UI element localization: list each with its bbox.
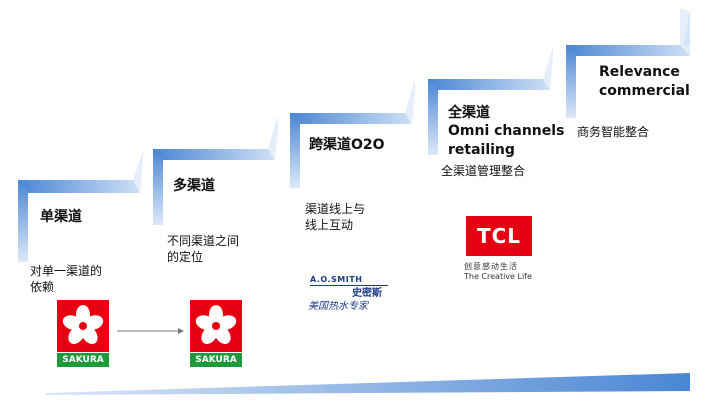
- step-4-subtitle-line1: Omni channels: [448, 123, 565, 139]
- step-5-desc: 商务智能整合: [577, 125, 650, 139]
- step-4-title: 全渠道: [448, 105, 490, 121]
- step-2-shape: [153, 115, 278, 225]
- sakura-logo-2: SAKURA: [190, 300, 242, 368]
- step-2-desc-line2: 的定位: [167, 250, 204, 264]
- tcl-logo: TCL 创意感动生活 The Creative Life: [462, 214, 542, 286]
- aosmith-logo: A.O.SMITH 史密斯 美国热水专家: [306, 275, 396, 313]
- aosmith-logo-cn: 史密斯: [352, 288, 382, 299]
- step-1-title: 单渠道: [40, 209, 82, 225]
- sakura-flower-icon: [190, 300, 242, 367]
- step-3-shape: [290, 80, 415, 188]
- tcl-logo-slogan: The Creative Life: [464, 272, 532, 281]
- step-4-subtitle-line2: retailing: [448, 142, 515, 158]
- step-4-desc: 全渠道管理整合: [441, 164, 526, 178]
- sakura-flower-icon: [57, 300, 109, 367]
- step-1-shape: [18, 150, 143, 262]
- step-3-desc-line1: 渠道线上与: [305, 202, 366, 216]
- step-1-desc-line2: 依赖: [30, 280, 55, 294]
- aosmith-logo-slogan: 美国热水专家: [308, 301, 368, 312]
- aosmith-logo-rule: [310, 285, 388, 286]
- tcl-logo-cn: 创意感动生活: [464, 262, 518, 271]
- step-3-desc-line2: 线上互动: [305, 218, 354, 232]
- step-2-desc-line1: 不同渠道之间: [167, 234, 240, 248]
- tcl-logo-text: TCL: [466, 216, 532, 256]
- step-3-title: 跨渠道O2O: [309, 137, 385, 153]
- step-2-title: 多渠道: [173, 178, 215, 194]
- step-4-shape: [428, 46, 553, 155]
- aosmith-logo-text: A.O.SMITH: [310, 275, 363, 284]
- base-bar: [46, 373, 690, 395]
- sakura-logo-2-text: SAKURA: [195, 355, 237, 365]
- step-5-subtitle-line1: Relevance: [599, 64, 680, 80]
- arrow-right-icon: [117, 328, 184, 334]
- step-1-desc-line1: 对单一渠道的: [30, 264, 103, 278]
- step-5-shape: [566, 8, 690, 118]
- sakura-logo-1: SAKURA: [57, 300, 109, 368]
- step-5-subtitle-line2: commercial: [599, 83, 690, 99]
- sakura-logo-1-text: SAKURA: [62, 355, 104, 365]
